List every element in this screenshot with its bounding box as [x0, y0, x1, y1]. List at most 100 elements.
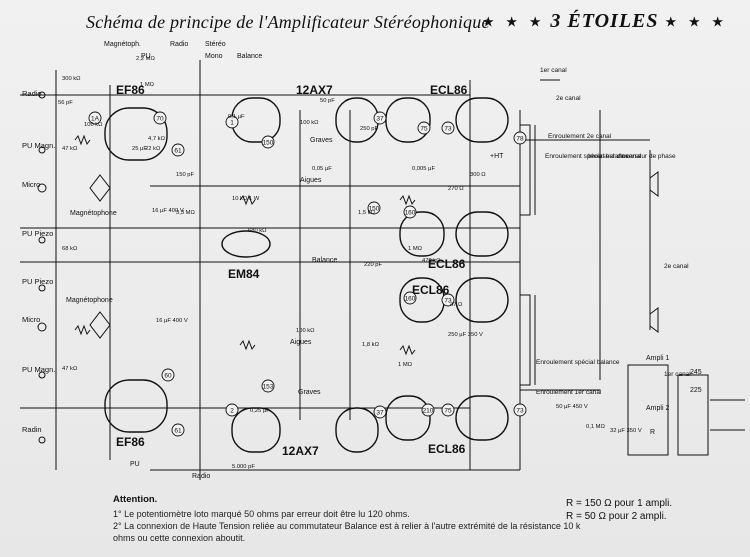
- control-balance: Balance: [312, 257, 337, 264]
- control-graves-bottom: Graves: [298, 389, 321, 396]
- stars-left: ★ ★ ★: [482, 14, 545, 31]
- component-value-35: 32 µF 350 V: [610, 428, 642, 434]
- stars-right: ★ ★ ★: [664, 14, 727, 31]
- ecl86-4-tube-b: [455, 395, 509, 441]
- badge-16: 153: [261, 379, 275, 393]
- badge-text-10: 160: [405, 210, 416, 217]
- component-value-22: 0,005 µF: [412, 166, 435, 172]
- input-radio-bottom: Radin: [22, 425, 42, 434]
- badge-17: 37: [373, 405, 387, 419]
- component-value-3: 100 kΩ: [84, 122, 103, 128]
- badge-10: 160: [403, 205, 417, 219]
- label-canal-2-top: 2e canal: [556, 95, 581, 102]
- badge-20: 73: [513, 403, 527, 417]
- component-value-19: 0,05 µF: [312, 166, 332, 172]
- badge-11: 160: [403, 291, 417, 305]
- badge-text-6: 75: [420, 126, 428, 133]
- switch-pu-bottom: PU: [130, 461, 140, 468]
- input-magnetophone-bottom: Magnétophone: [66, 297, 113, 304]
- r-value-1: R = 150 Ω pour 1 ampli.: [566, 498, 673, 509]
- tube-label-ef86-top: EF86: [116, 83, 145, 97]
- badge-12: 73: [441, 293, 455, 307]
- component-value-20: 1,5 kΩ: [358, 210, 376, 216]
- badge-3: 150: [261, 135, 275, 149]
- label-enroulement-1: Enroulement 1er canal: [536, 389, 602, 396]
- label-canal-2-mid: 2e canal: [664, 263, 689, 270]
- component-value-26: 220 pF: [364, 262, 383, 268]
- label-canal-1-bottom: 1er canal: [664, 371, 691, 378]
- 12ax7-bottom-tube: [231, 407, 281, 453]
- ecl86-2-tube: [399, 211, 445, 257]
- label-inverseur-canal: Inverseur de canal: [588, 153, 642, 160]
- input-pu-piezo-top: PU Piezo: [22, 229, 53, 238]
- component-value-38: 1 MΩ: [398, 362, 413, 368]
- component-value-1: 56 pF: [58, 100, 73, 106]
- switch-pu: PU: [141, 53, 151, 60]
- label-enroulement-special-bottom: Enroulement spécial balance: [536, 359, 620, 366]
- component-value-15: 680 kΩ: [248, 228, 267, 234]
- input-pu-piezo-bottom: PU Piezo: [22, 277, 53, 286]
- 12ax7-top-tube-b: [335, 97, 379, 143]
- psu-marker-r: R: [650, 429, 655, 436]
- ef86-bottom-tube: [104, 379, 168, 433]
- input-micro-bottom: Micro: [22, 315, 40, 324]
- badge-text-13: 60: [164, 373, 172, 380]
- switch-magnetoph: Magnétoph.: [104, 41, 141, 48]
- badge-text-12: 73: [444, 298, 452, 305]
- badge-text-20: 73: [516, 408, 524, 415]
- label-enroulement-speciale: Enroulement spécial balance: [545, 153, 629, 160]
- component-value-31: 1,8 kΩ: [362, 342, 380, 348]
- component-value-25: 470 kΩ: [422, 258, 441, 264]
- component-value-24: 1 MΩ: [408, 246, 423, 252]
- label-enroulement-2: Enroulement 2e canal: [548, 133, 612, 140]
- notes-heading: Attention.: [113, 494, 158, 505]
- note-2: 2° La connexion de Haute Tension reliée …: [113, 521, 581, 543]
- psu-ampli1: Ampli 1: [646, 355, 669, 362]
- component-value-6: 22 kΩ: [145, 146, 161, 152]
- badge-text-1: 70: [156, 116, 164, 123]
- component-value-32: 47 Ω: [450, 302, 463, 308]
- brand-name: 3 ÉTOILES: [550, 10, 659, 32]
- badge-text-4: 1: [230, 120, 234, 127]
- switch-radio: Radio: [170, 41, 188, 48]
- component-value-10: 25 µF: [132, 146, 147, 152]
- control-graves-top: Graves: [310, 137, 333, 144]
- r-value-2: R = 50 Ω pour 2 ampli.: [566, 511, 667, 522]
- ecl86-4-tube: [385, 395, 431, 441]
- badge-text-5: 37: [376, 116, 384, 123]
- component-value-36: 50 µF 450 V: [556, 404, 588, 410]
- ecl86-3-tube-b: [455, 277, 509, 323]
- badge-1: 70: [153, 111, 167, 125]
- tube-label-em84: EM84: [228, 267, 260, 281]
- r-values-block: R = 150 Ω pour 1 ampli. R = 50 Ω pour 2 …: [566, 497, 672, 523]
- component-value-0: 300 kΩ: [62, 76, 81, 82]
- switch-stereo: Stéréo: [205, 41, 226, 48]
- component-value-28: 16 µF 400 V: [156, 318, 188, 324]
- page-title: Schéma de principe de l'Amplificateur St…: [86, 12, 490, 32]
- component-value-12: 0,1 µF: [228, 114, 245, 120]
- badge-text-11: 160: [405, 296, 416, 303]
- psu-225: 225: [690, 387, 702, 394]
- tube-label-ecl86-3: ECL86: [412, 283, 450, 297]
- badge-13: 60: [161, 368, 175, 382]
- badge-text-15: 61: [174, 428, 182, 435]
- input-radio-top: Radio: [22, 89, 42, 98]
- badge-text-16: 153: [263, 384, 274, 391]
- component-value-4: 2,2 MΩ: [136, 56, 155, 62]
- badge-text-8: 78: [516, 136, 524, 143]
- badge-14: 2: [225, 403, 239, 417]
- input-pu-magn-top: PU Magn.: [22, 141, 55, 150]
- badge-text-3: 150: [263, 140, 274, 147]
- badge-0: 1A: [88, 111, 102, 125]
- badge-text-7: 73: [444, 126, 452, 133]
- switch-balance: Balance: [237, 53, 262, 60]
- badge-7: 73: [441, 121, 455, 135]
- input-magnetophone-top: Magnétophone: [70, 210, 117, 217]
- component-value-30: 0,25 µF: [250, 408, 270, 414]
- badge-text-2: 61: [174, 148, 182, 155]
- em84-tube: [221, 230, 271, 258]
- badge-text-18: 210: [423, 408, 434, 415]
- badge-text-0: 1A: [91, 116, 100, 123]
